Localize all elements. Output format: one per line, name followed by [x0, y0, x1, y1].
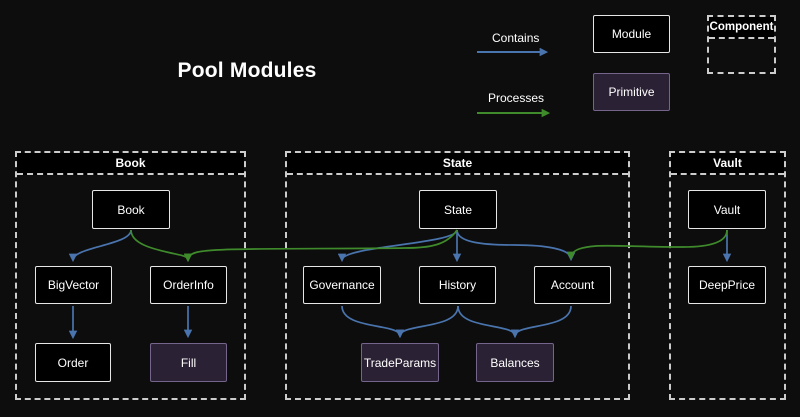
- container-state-header: State: [287, 153, 628, 175]
- node-history: History: [419, 266, 496, 304]
- legend-component-sample: Component: [707, 15, 776, 74]
- legend-module-sample: Module: [593, 15, 670, 53]
- node-tradeparams: TradeParams: [361, 343, 439, 382]
- node-order: Order: [35, 343, 111, 382]
- node-book: Book: [92, 190, 170, 229]
- container-book-header: Book: [17, 153, 244, 175]
- legend-module-label: Module: [611, 27, 652, 41]
- legend-contains-label: Contains: [492, 31, 540, 45]
- legend-processes-label: Processes: [488, 91, 545, 105]
- node-bigvector: BigVector: [35, 266, 112, 304]
- page-title: Pool Modules: [177, 59, 317, 82]
- legend-primitive-sample: Primitive: [593, 73, 670, 111]
- node-state: State: [419, 190, 497, 229]
- container-state: State: [285, 151, 630, 400]
- node-account: Account: [534, 266, 611, 304]
- legend-component-label: Component: [709, 17, 774, 39]
- node-vault: Vault: [688, 190, 766, 229]
- node-balances: Balances: [476, 343, 554, 382]
- container-vault-header: Vault: [671, 153, 784, 175]
- node-deepprice: DeepPrice: [688, 266, 766, 304]
- container-vault: Vault: [669, 151, 786, 400]
- node-orderinfo: OrderInfo: [150, 266, 227, 304]
- node-fill: Fill: [150, 343, 227, 382]
- legend-primitive-label: Primitive: [608, 85, 655, 99]
- node-governance: Governance: [303, 266, 381, 304]
- container-book: Book: [15, 151, 246, 400]
